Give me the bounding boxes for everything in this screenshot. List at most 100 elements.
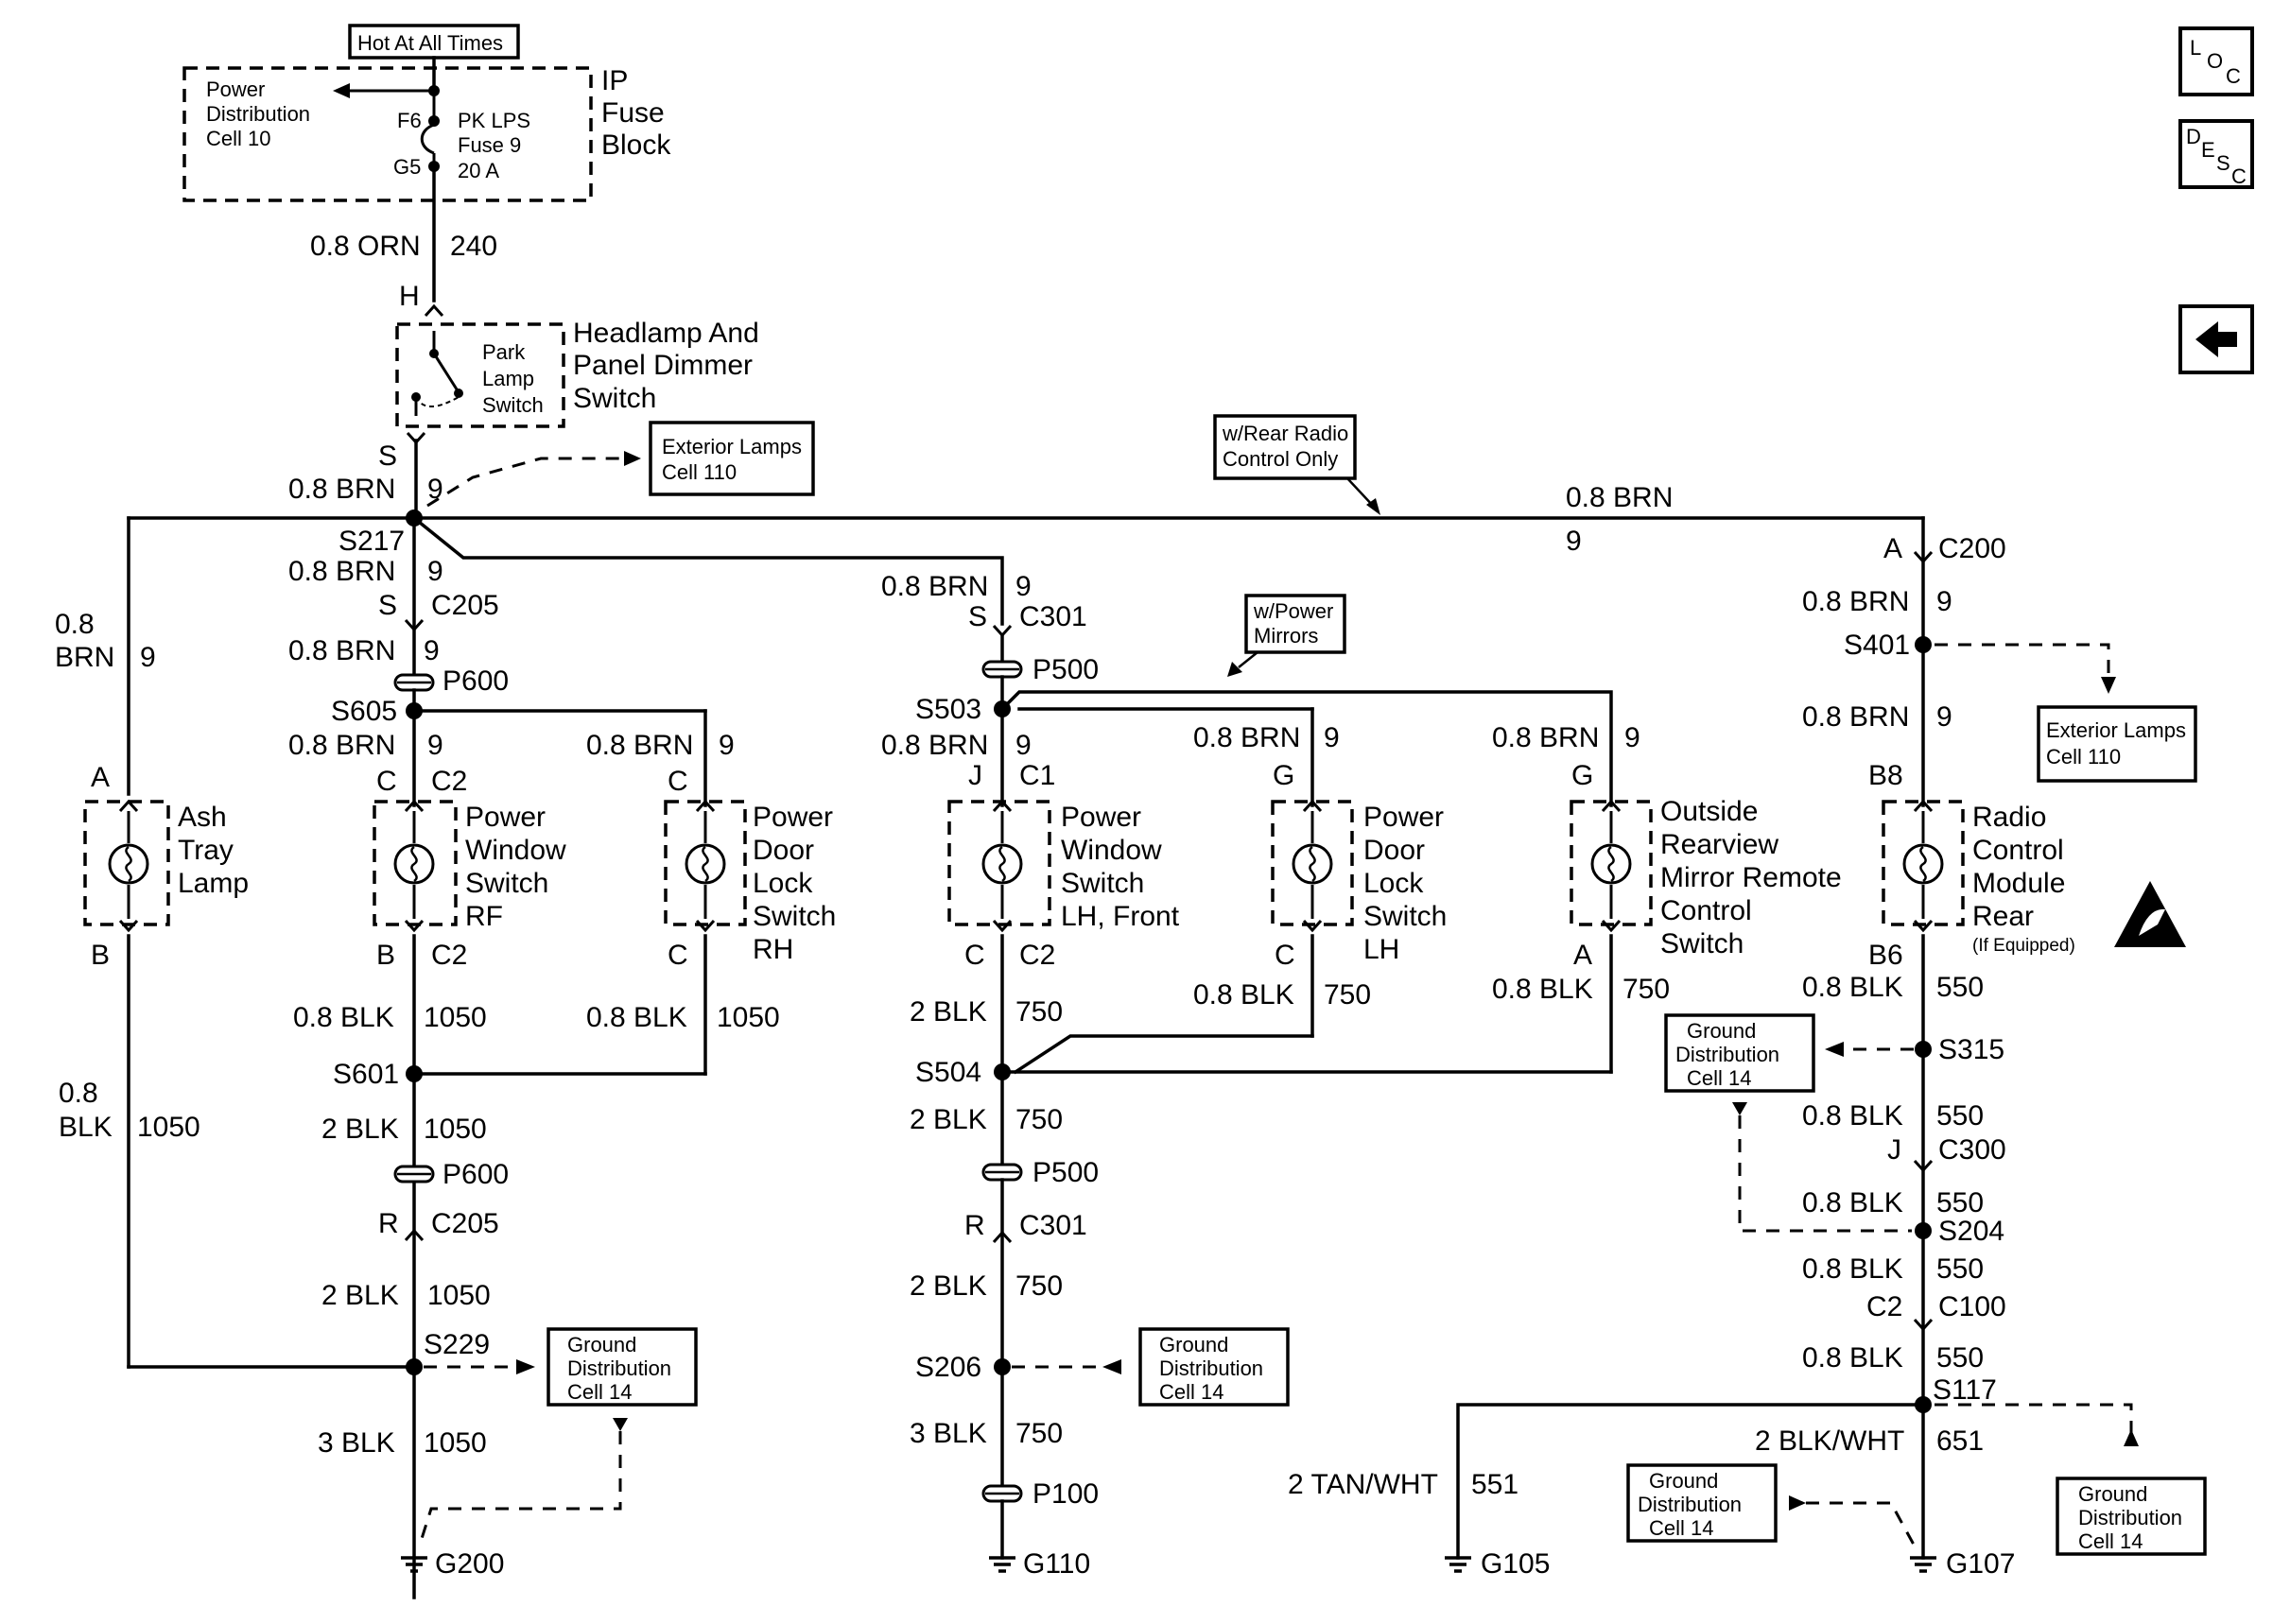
feed-circuit-label: 240 bbox=[450, 231, 497, 262]
exterior-lamps-ref-right-1: Exterior Lamps bbox=[2046, 718, 2186, 742]
c301-pin-s: S bbox=[968, 601, 987, 632]
pw-rf-wire-blk: 0.8 BLK bbox=[293, 1002, 394, 1033]
c100-wire-blk: 0.8 BLK bbox=[1802, 1342, 1903, 1373]
splice-s217-label: S217 bbox=[338, 526, 405, 557]
splice-s206-label: S206 bbox=[915, 1352, 981, 1383]
ash-circuit-9: 9 bbox=[140, 642, 156, 673]
ground-dist-ref-s117[interactable] bbox=[2056, 1477, 2207, 1556]
ground-g110-label: G110 bbox=[1023, 1548, 1090, 1580]
c200-circuit-9: 9 bbox=[1936, 586, 1952, 617]
wire-brn-bus-right: 0.8 BRN bbox=[1566, 482, 1673, 513]
gd-s117-1: Ground bbox=[2078, 1482, 2147, 1506]
exterior-lamps-ref-left[interactable] bbox=[649, 421, 815, 496]
gd-s229-3: Cell 14 bbox=[567, 1380, 632, 1404]
c300-label: C300 bbox=[1938, 1134, 2006, 1166]
gd-g107-1: Ground bbox=[1649, 1469, 1718, 1493]
power-mirrors-ref-2: Mirrors bbox=[1254, 624, 1318, 648]
back-button[interactable] bbox=[2178, 304, 2254, 374]
pdl-rh-circuit-9: 9 bbox=[719, 730, 735, 761]
desc-button[interactable]: D E S C bbox=[2178, 119, 2254, 189]
park-lamp-switch-3: Switch bbox=[482, 393, 544, 417]
pw-rf-circuit-1050: 1050 bbox=[424, 1002, 487, 1033]
back-arrow-icon bbox=[2195, 321, 2237, 357]
pw-rf-name-4: RF bbox=[465, 901, 503, 932]
pdl-rh-pin-bottom: C bbox=[668, 940, 688, 971]
radio-lamp-icon bbox=[1902, 843, 1944, 885]
power-mirrors-ref[interactable] bbox=[1244, 594, 1346, 654]
radio-note: (If Equipped) bbox=[1972, 936, 2075, 956]
g105-circuit-551: 551 bbox=[1471, 1469, 1518, 1500]
p100-label: P100 bbox=[1032, 1478, 1099, 1510]
gd-g107-2: Distribution bbox=[1638, 1493, 1742, 1516]
loc-letter-l: L bbox=[2190, 36, 2201, 60]
power-mirrors-ref-1: w/Power bbox=[1253, 599, 1333, 623]
pw-rf-name-1: Power bbox=[465, 802, 546, 833]
ash-tray-lamp: A Ash Tray Lamp B bbox=[83, 762, 249, 971]
mirror-name-5: Switch bbox=[1660, 928, 1744, 959]
c300-circuit-550: 550 bbox=[1936, 1187, 1984, 1218]
ash-name-1: Ash bbox=[178, 802, 227, 833]
exterior-lamps-ref-right[interactable] bbox=[2037, 705, 2197, 783]
splice-s204-label: S204 bbox=[1938, 1216, 2004, 1247]
g105-wire-tan-wht: 2 TAN/WHT bbox=[1288, 1469, 1438, 1500]
pdl-rh-pin-top: C bbox=[668, 766, 688, 797]
ash-tray-lamp-icon bbox=[108, 843, 149, 885]
splice-s204 bbox=[1915, 1222, 1932, 1239]
headlamp-switch-name-2: Panel Dimmer bbox=[573, 350, 753, 381]
ash-pin-a: A bbox=[91, 762, 110, 793]
rear-radio-ref[interactable] bbox=[1213, 414, 1357, 480]
fuse-pin-f6: F6 bbox=[397, 109, 422, 132]
feed-wire-label: 0.8 ORN bbox=[310, 231, 421, 262]
ground-dist-ref-g107[interactable] bbox=[1626, 1463, 1778, 1543]
pw-lh-pin-top: J bbox=[968, 760, 982, 791]
gd-s117-3: Cell 14 bbox=[2078, 1529, 2143, 1553]
pdl-rh-name-4: Switch bbox=[753, 901, 836, 932]
c205-top-label: C205 bbox=[431, 590, 499, 621]
wire-brn-s217-in: 0.8 BRN bbox=[288, 474, 395, 505]
pw-lh-name-2: Window bbox=[1061, 835, 1162, 866]
loc-button[interactable]: L O C bbox=[2178, 26, 2254, 96]
pw-rf-lamp-icon bbox=[393, 843, 435, 885]
ground-dist-ref-s229[interactable] bbox=[547, 1327, 698, 1407]
s204-wire-blk: 0.8 BLK bbox=[1802, 1253, 1903, 1285]
ground-dist-ref-s206[interactable] bbox=[1138, 1327, 1290, 1407]
pdl-lh-circuit-750: 750 bbox=[1324, 979, 1371, 1011]
splice-s117-label: S117 bbox=[1933, 1374, 1997, 1406]
pw-lh-wire-brn: 0.8 BRN bbox=[881, 730, 988, 761]
desc-letter-d: D bbox=[2186, 125, 2201, 148]
g107-circuit-651: 651 bbox=[1936, 1425, 1984, 1457]
c100-circuit-550: 550 bbox=[1936, 1342, 1984, 1373]
pdl-rh-name-2: Door bbox=[753, 835, 814, 866]
pdl-lh-name-4: Switch bbox=[1363, 901, 1447, 932]
rf-circuit-9-1: 9 bbox=[427, 556, 443, 587]
pw-rf-conn-top: C2 bbox=[431, 766, 467, 797]
gd-s117-2: Distribution bbox=[2078, 1506, 2182, 1529]
s229-wire-blk: 3 BLK bbox=[318, 1427, 395, 1459]
power-door-lock-switch-lh: G Power Door Lock Switch LH C bbox=[1271, 760, 1447, 971]
mirror-pin-top: G bbox=[1571, 760, 1593, 791]
c100-pin-c2: C2 bbox=[1866, 1291, 1902, 1322]
gd-s206-3: Cell 14 bbox=[1159, 1380, 1223, 1404]
mirror-name-1: Outside bbox=[1660, 796, 1758, 827]
rf-wire-brn-3: 0.8 BRN bbox=[288, 730, 395, 761]
circuit-9-s217-in: 9 bbox=[427, 474, 443, 505]
headlamp-pin-h: H bbox=[399, 281, 420, 312]
ash-name-2: Tray bbox=[178, 835, 234, 866]
s401-circuit-9: 9 bbox=[1936, 701, 1952, 733]
loc-letter-c: C bbox=[2226, 64, 2241, 88]
ground-g105-icon bbox=[1443, 1556, 1473, 1573]
exterior-lamps-ref-right-2: Cell 110 bbox=[2046, 745, 2121, 769]
pdl-lh-wire-blk: 0.8 BLK bbox=[1193, 979, 1294, 1011]
mirror-name-2: Rearview bbox=[1660, 829, 1778, 860]
ash-wire-blk-1: 0.8 bbox=[59, 1078, 98, 1109]
s315-wire-blk: 0.8 BLK bbox=[1802, 1100, 1903, 1132]
ip-fuse-block-name-2: Fuse bbox=[601, 97, 665, 129]
mirror-lamp-icon bbox=[1590, 843, 1632, 885]
pw-rf-name-3: Switch bbox=[465, 868, 548, 899]
c301-pin-r: R bbox=[964, 1210, 985, 1241]
ash-wire-blk-2: BLK bbox=[59, 1112, 113, 1143]
rear-radio-ref-2: Control Only bbox=[1223, 447, 1338, 471]
ground-dist-ref-s315[interactable] bbox=[1664, 1013, 1815, 1093]
splice-s315 bbox=[1915, 1041, 1932, 1058]
